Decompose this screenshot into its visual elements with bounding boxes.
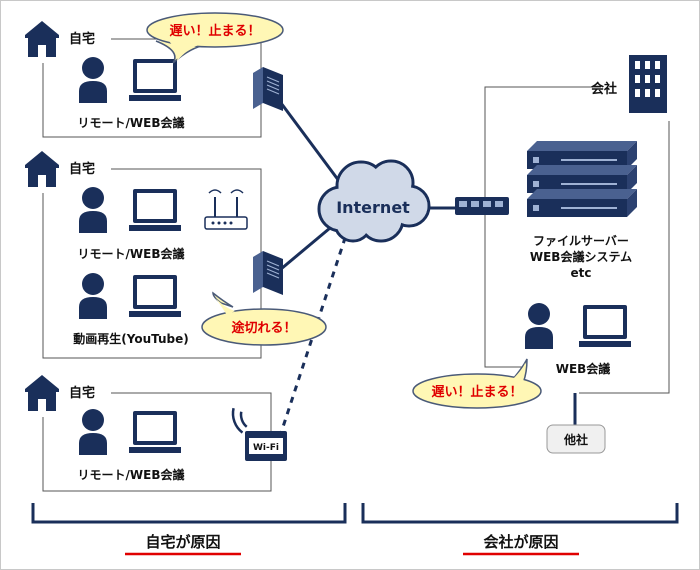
other-company-label: 他社	[563, 432, 588, 447]
house-icon	[25, 151, 59, 187]
office-label: 会社	[591, 81, 617, 97]
wifi-icon: Wi-Fi	[231, 407, 287, 461]
server-rack-icon	[527, 141, 637, 217]
laptop-icon	[129, 59, 181, 101]
house-icon	[25, 375, 59, 411]
server-line-2: WEB会議システム	[530, 249, 632, 264]
device-caption: 動画再生(YouTube)	[73, 331, 188, 346]
device-caption: リモート/WEB会議	[78, 115, 185, 130]
person-icon	[79, 57, 107, 103]
modem-icon	[252, 66, 284, 112]
person-icon	[79, 273, 107, 319]
home-3: 自宅 リモート/WEB会議 Wi-Fi	[25, 375, 287, 492]
home-label: 自宅	[69, 385, 95, 401]
link-home2-internet	[280, 221, 337, 271]
building-icon	[629, 55, 667, 113]
other-company-box: 他社	[546, 424, 606, 454]
home-cause-bracket: 自宅が原因	[31, 503, 347, 556]
person-icon	[79, 187, 107, 233]
bubble-home1: 遅い！止まる！	[146, 12, 284, 64]
internet-cloud: Internet	[317, 159, 431, 243]
device-caption: リモート/WEB会議	[78, 467, 185, 482]
laptop-icon	[129, 189, 181, 231]
internet-label: Internet	[336, 198, 410, 217]
home-cause-label: 自宅が原因	[145, 533, 220, 551]
laptop-icon	[129, 275, 181, 317]
office-cause-label: 会社が原因	[483, 533, 558, 551]
bubble-office: 遅い！止まる！	[412, 358, 542, 409]
office-cause-bracket: 会社が原因	[361, 503, 679, 556]
bubble-home2: 途切れる！	[201, 291, 327, 346]
switch-icon	[455, 197, 509, 215]
home-2: 自宅 リモート/WEB会議 動画再生(YouTube)	[25, 151, 262, 359]
wifi-label: Wi-Fi	[253, 443, 279, 453]
bubble-text: 途切れる！	[231, 320, 296, 336]
bubble-text: 遅い！止まる！	[431, 384, 522, 400]
server-line-3: etc	[571, 266, 592, 280]
server-line-1: ファイルサーバー	[533, 234, 629, 248]
modem-icon	[252, 250, 284, 296]
laptop-icon	[129, 411, 181, 453]
device-caption: リモート/WEB会議	[78, 246, 185, 261]
person-icon	[525, 303, 553, 349]
office: 会社	[455, 55, 670, 454]
router-icon	[204, 189, 248, 230]
bubble-text: 遅い！止まる！	[169, 23, 260, 39]
home-label: 自宅	[69, 161, 95, 177]
person-icon	[79, 409, 107, 455]
house-icon	[25, 21, 59, 57]
home-label: 自宅	[69, 31, 95, 47]
office-pc-caption: WEB会議	[556, 361, 611, 376]
link-home1-internet	[279, 102, 341, 182]
laptop-icon	[579, 305, 631, 347]
